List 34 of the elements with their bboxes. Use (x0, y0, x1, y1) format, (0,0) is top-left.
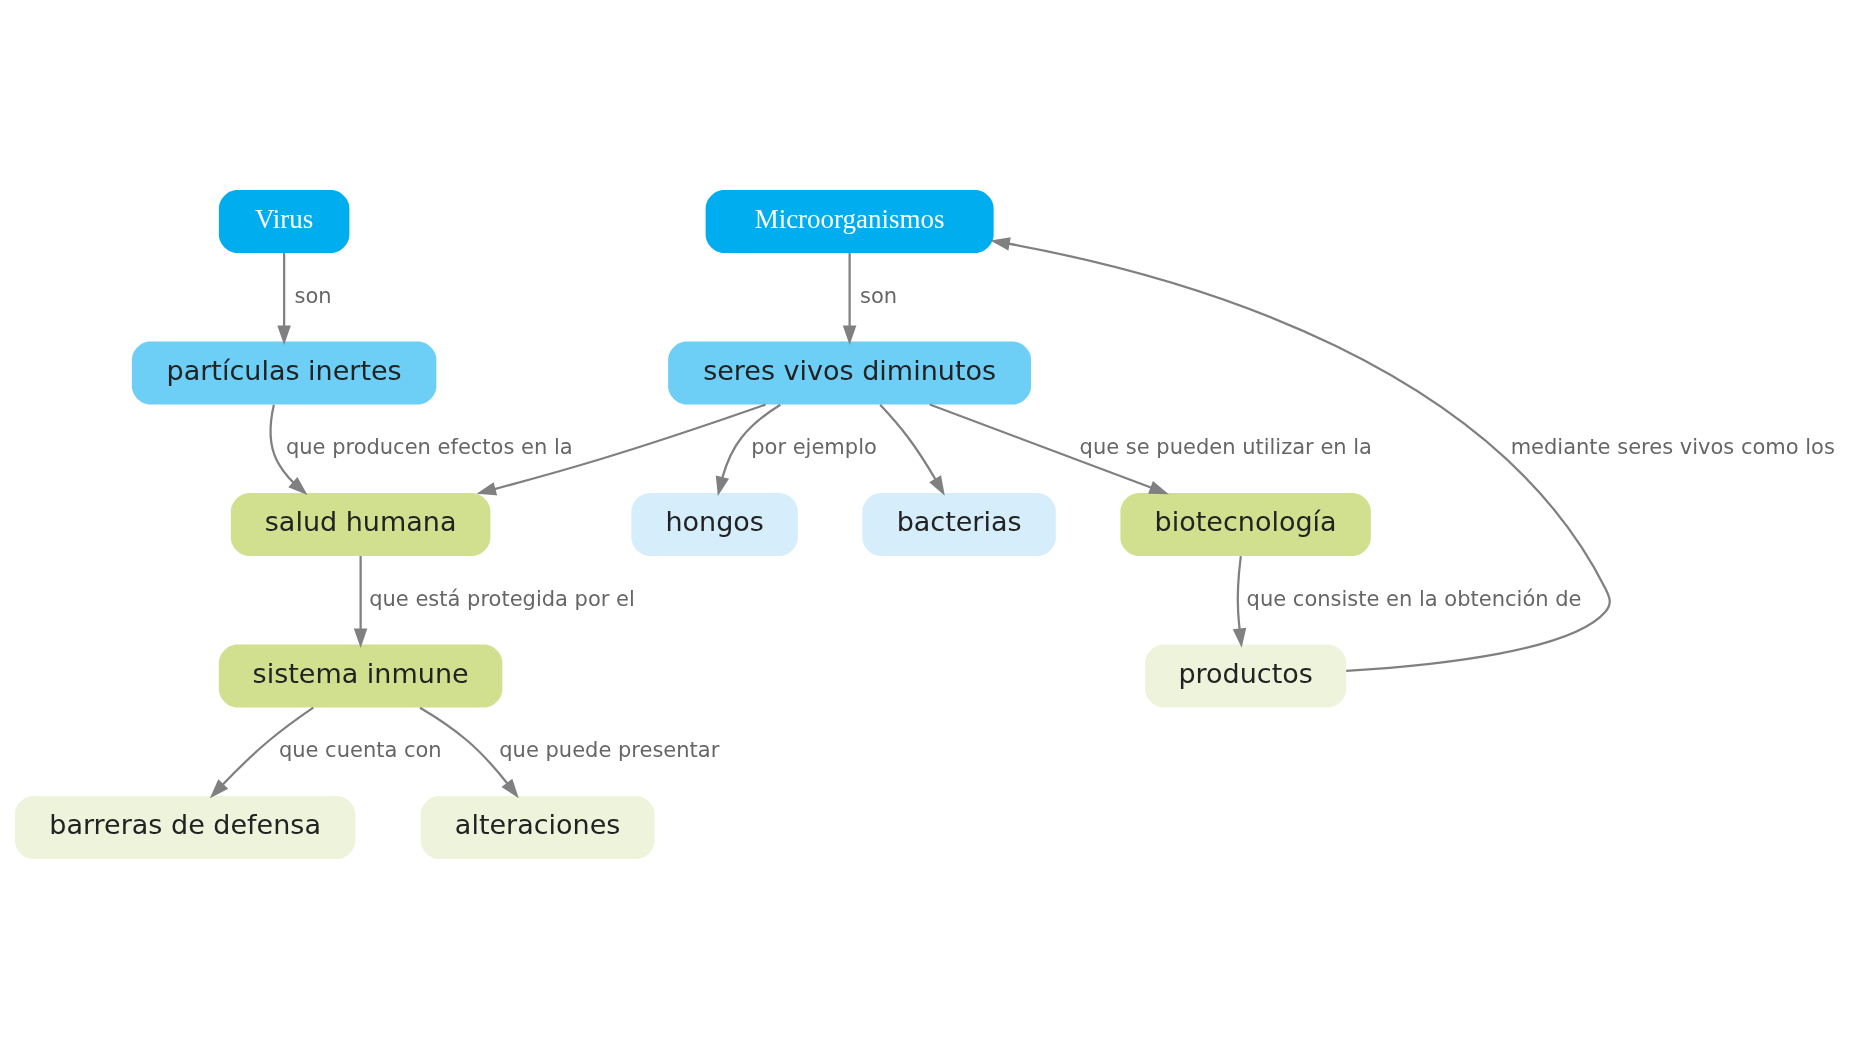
edge-label: que consiste en la obtención de (1246, 586, 1582, 611)
arrow (353, 556, 368, 648)
node-box: Virus (218, 190, 350, 253)
node-box: sistema inmune (218, 644, 503, 708)
arrow (929, 403, 1169, 495)
arrow (476, 403, 766, 496)
arrow (842, 253, 857, 345)
edge-label: por ejemplo (751, 435, 877, 460)
node-box: Microorganismos (705, 190, 994, 253)
node-box: partículas inertes (131, 341, 437, 405)
arrow (209, 706, 314, 799)
node-box: alteraciones (420, 796, 655, 859)
edge-label: que está protegida por el (369, 586, 635, 611)
arrow (879, 404, 945, 496)
arrow (715, 403, 781, 497)
node-box: bacterias (862, 493, 1056, 556)
edge-label: que se pueden utilizar en la (1079, 435, 1373, 460)
node-box: barreras de defensa (14, 796, 356, 859)
arrow (277, 253, 291, 345)
node-box: hongos (631, 493, 798, 556)
node-box: salud humana (230, 493, 491, 556)
node-box: seres vivos diminutos (668, 341, 1032, 405)
edge-label: que puede presentar (499, 738, 720, 763)
node-box: productos (1145, 644, 1347, 708)
edge-label: que cuenta con (278, 738, 442, 763)
arrow (1232, 555, 1247, 648)
arrow (419, 706, 519, 799)
edge-label: que producen efectos en la (285, 435, 573, 460)
edge-label: son (294, 283, 332, 308)
arrow (990, 237, 1610, 673)
node-box: biotecnología (1120, 493, 1371, 556)
edge-label: mediante seres vivos como los (1510, 435, 1835, 460)
arrow (269, 404, 308, 496)
edge-label: son (859, 283, 898, 308)
